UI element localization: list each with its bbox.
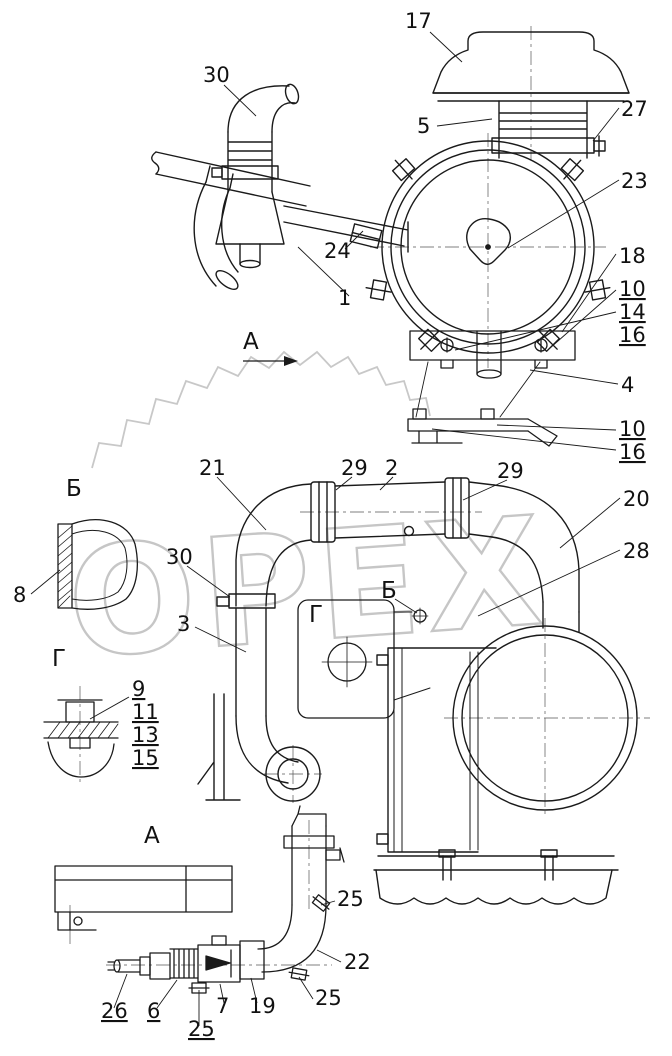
callout-17: 17 xyxy=(405,9,432,33)
callout-15: 15 xyxy=(132,746,159,770)
callout-25-b: 25 xyxy=(315,986,342,1010)
callout-25-a: 25 xyxy=(337,887,364,911)
mid-pipe-assembly xyxy=(197,477,470,802)
callout-27: 27 xyxy=(621,97,648,121)
mount-plate xyxy=(297,599,431,719)
callout-24: 24 xyxy=(324,239,351,263)
air-filter-cap xyxy=(432,31,630,159)
callout-4: 4 xyxy=(621,373,634,397)
callout-3: 3 xyxy=(177,612,190,636)
callout-1: 1 xyxy=(338,286,351,310)
watermark: ОРЕХ xyxy=(61,350,554,693)
callouts: 17 30 5 27 23 24 1 18 10 14 16 4 10 16 2… xyxy=(13,9,650,1041)
housing-clip-icon xyxy=(417,328,442,353)
intake-elbow-assembly xyxy=(151,83,409,290)
skirt-clamp-icon xyxy=(540,849,558,881)
view-label-g-title: Г xyxy=(52,646,66,672)
detail-g-bolt xyxy=(43,699,119,778)
callout-7: 7 xyxy=(216,994,229,1018)
callout-23: 23 xyxy=(621,169,648,193)
housing-bracket xyxy=(409,330,576,379)
callout-30-a: 30 xyxy=(203,63,230,87)
callout-26: 26 xyxy=(101,999,128,1023)
fitting-24 xyxy=(349,223,383,249)
filter-housing xyxy=(365,140,611,354)
detail-b-part8 xyxy=(57,519,138,610)
view-a-assembly xyxy=(54,805,345,994)
callout-5: 5 xyxy=(417,114,430,138)
housing-clip-icon xyxy=(584,279,611,301)
arrow-right-icon xyxy=(284,356,298,366)
leader-lines xyxy=(30,31,621,1026)
callout-28: 28 xyxy=(623,539,650,563)
callout-20: 20 xyxy=(623,487,650,511)
callout-10-b: 10 xyxy=(619,417,646,441)
callout-9: 9 xyxy=(132,677,145,701)
view-label-a-title: А xyxy=(144,823,160,849)
callout-25-c: 25 xyxy=(188,1017,215,1041)
callout-label-b: Б xyxy=(381,578,397,604)
outlet-elbow-canister xyxy=(373,481,638,905)
callout-30-b: 30 xyxy=(166,545,193,569)
callout-18: 18 xyxy=(619,244,646,268)
section-arrow xyxy=(243,356,298,366)
housing-clip-icon xyxy=(391,158,416,182)
callout-16-a: 16 xyxy=(619,323,646,347)
callout-8: 8 xyxy=(13,583,26,607)
callout-19: 19 xyxy=(249,994,276,1018)
mounting-foot xyxy=(407,361,558,447)
callout-29-b: 29 xyxy=(497,459,524,483)
skirt-clamp-icon xyxy=(438,849,456,881)
watermark-text: ОРЕХ xyxy=(63,485,554,692)
callout-22: 22 xyxy=(344,950,371,974)
callout-29-a: 29 xyxy=(341,456,368,480)
callout-21: 21 xyxy=(199,456,226,480)
section-label-a-arrow: А xyxy=(243,329,259,355)
view-label-b-title: Б xyxy=(66,476,82,502)
housing-clip-icon xyxy=(560,158,585,182)
housing-clip-icon xyxy=(365,279,392,301)
callout-11: 11 xyxy=(132,700,159,724)
view-labels: А Б Б Г Г А xyxy=(52,329,397,849)
callout-14: 14 xyxy=(619,300,646,324)
callout-6: 6 xyxy=(147,999,160,1023)
hose-clamp-icon xyxy=(311,894,331,912)
callout-label-g: Г xyxy=(309,602,323,628)
callout-13: 13 xyxy=(132,723,159,747)
gear-watermark-icon xyxy=(91,350,431,469)
callout-2: 2 xyxy=(385,456,398,480)
hose-clamp-icon xyxy=(288,967,310,981)
callout-10-a: 10 xyxy=(619,277,646,301)
callout-16-b: 16 xyxy=(619,440,646,464)
